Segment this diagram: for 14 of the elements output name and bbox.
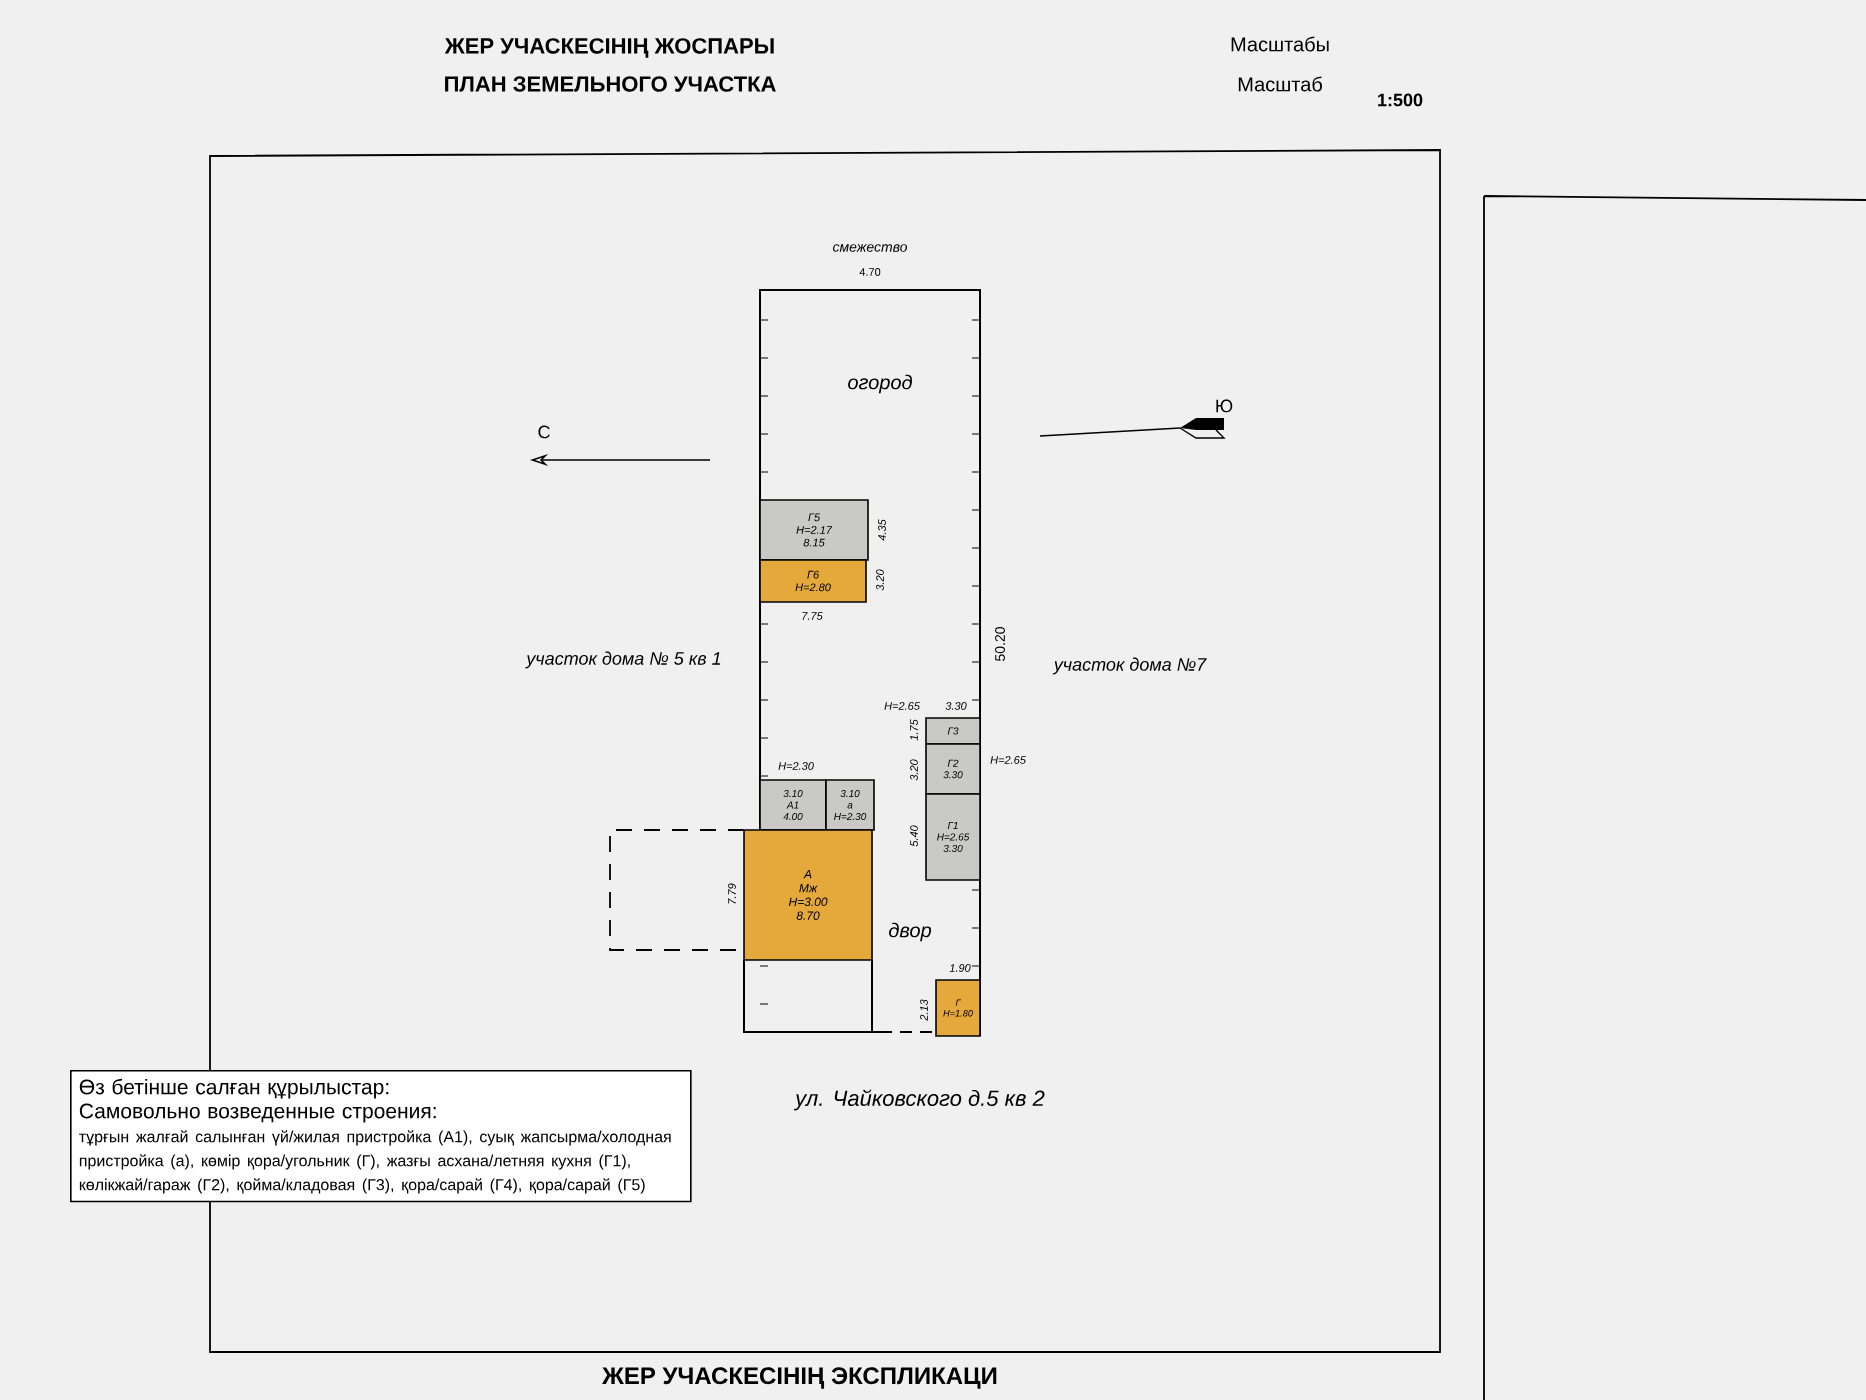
area-label: двор [889,922,932,942]
area-label: огород [848,374,912,394]
notes-box: Өз бетінше салған құрылыстар: Самовольно возведенные строения: тұрғын жалғай салынған үй/жилая пристройка (А1), суық жапсырма/холодная пристройка (а), көмір қора/угольник (Г), жазғы асхана/летняя кухня (Г1), көлікжай/гараж (Г2), қойма/кладовая (Г3), қора/сарай (Г4), қора/сарай (Г5) [70,1070,692,1203]
scale-value: 1:500 [1378,93,1423,107]
title: ПЛАН ЗЕМЕЛЬНОГО УЧАСТКА [445,76,776,92]
direction-label: Ю [1216,399,1233,413]
scale-label: Масштабы [1231,36,1329,52]
neighbour-label: участок дома № 5 кв 1 [525,651,721,669]
title: ЖЕР УЧАСКЕСІНІҢ ЖОСПАРЫ [444,38,774,58]
section-heading: ЖЕР УЧАСКЕСІНІҢ ЭКСПЛИКАЦИ [602,1367,997,1389]
street-label: ул. Чайковского д.5 кв 2 [793,1089,1045,1111]
scale-label: Масштаб [1238,76,1322,92]
direction-label: С [538,425,550,439]
neighbour-label: участок дома №7 [1052,657,1207,675]
